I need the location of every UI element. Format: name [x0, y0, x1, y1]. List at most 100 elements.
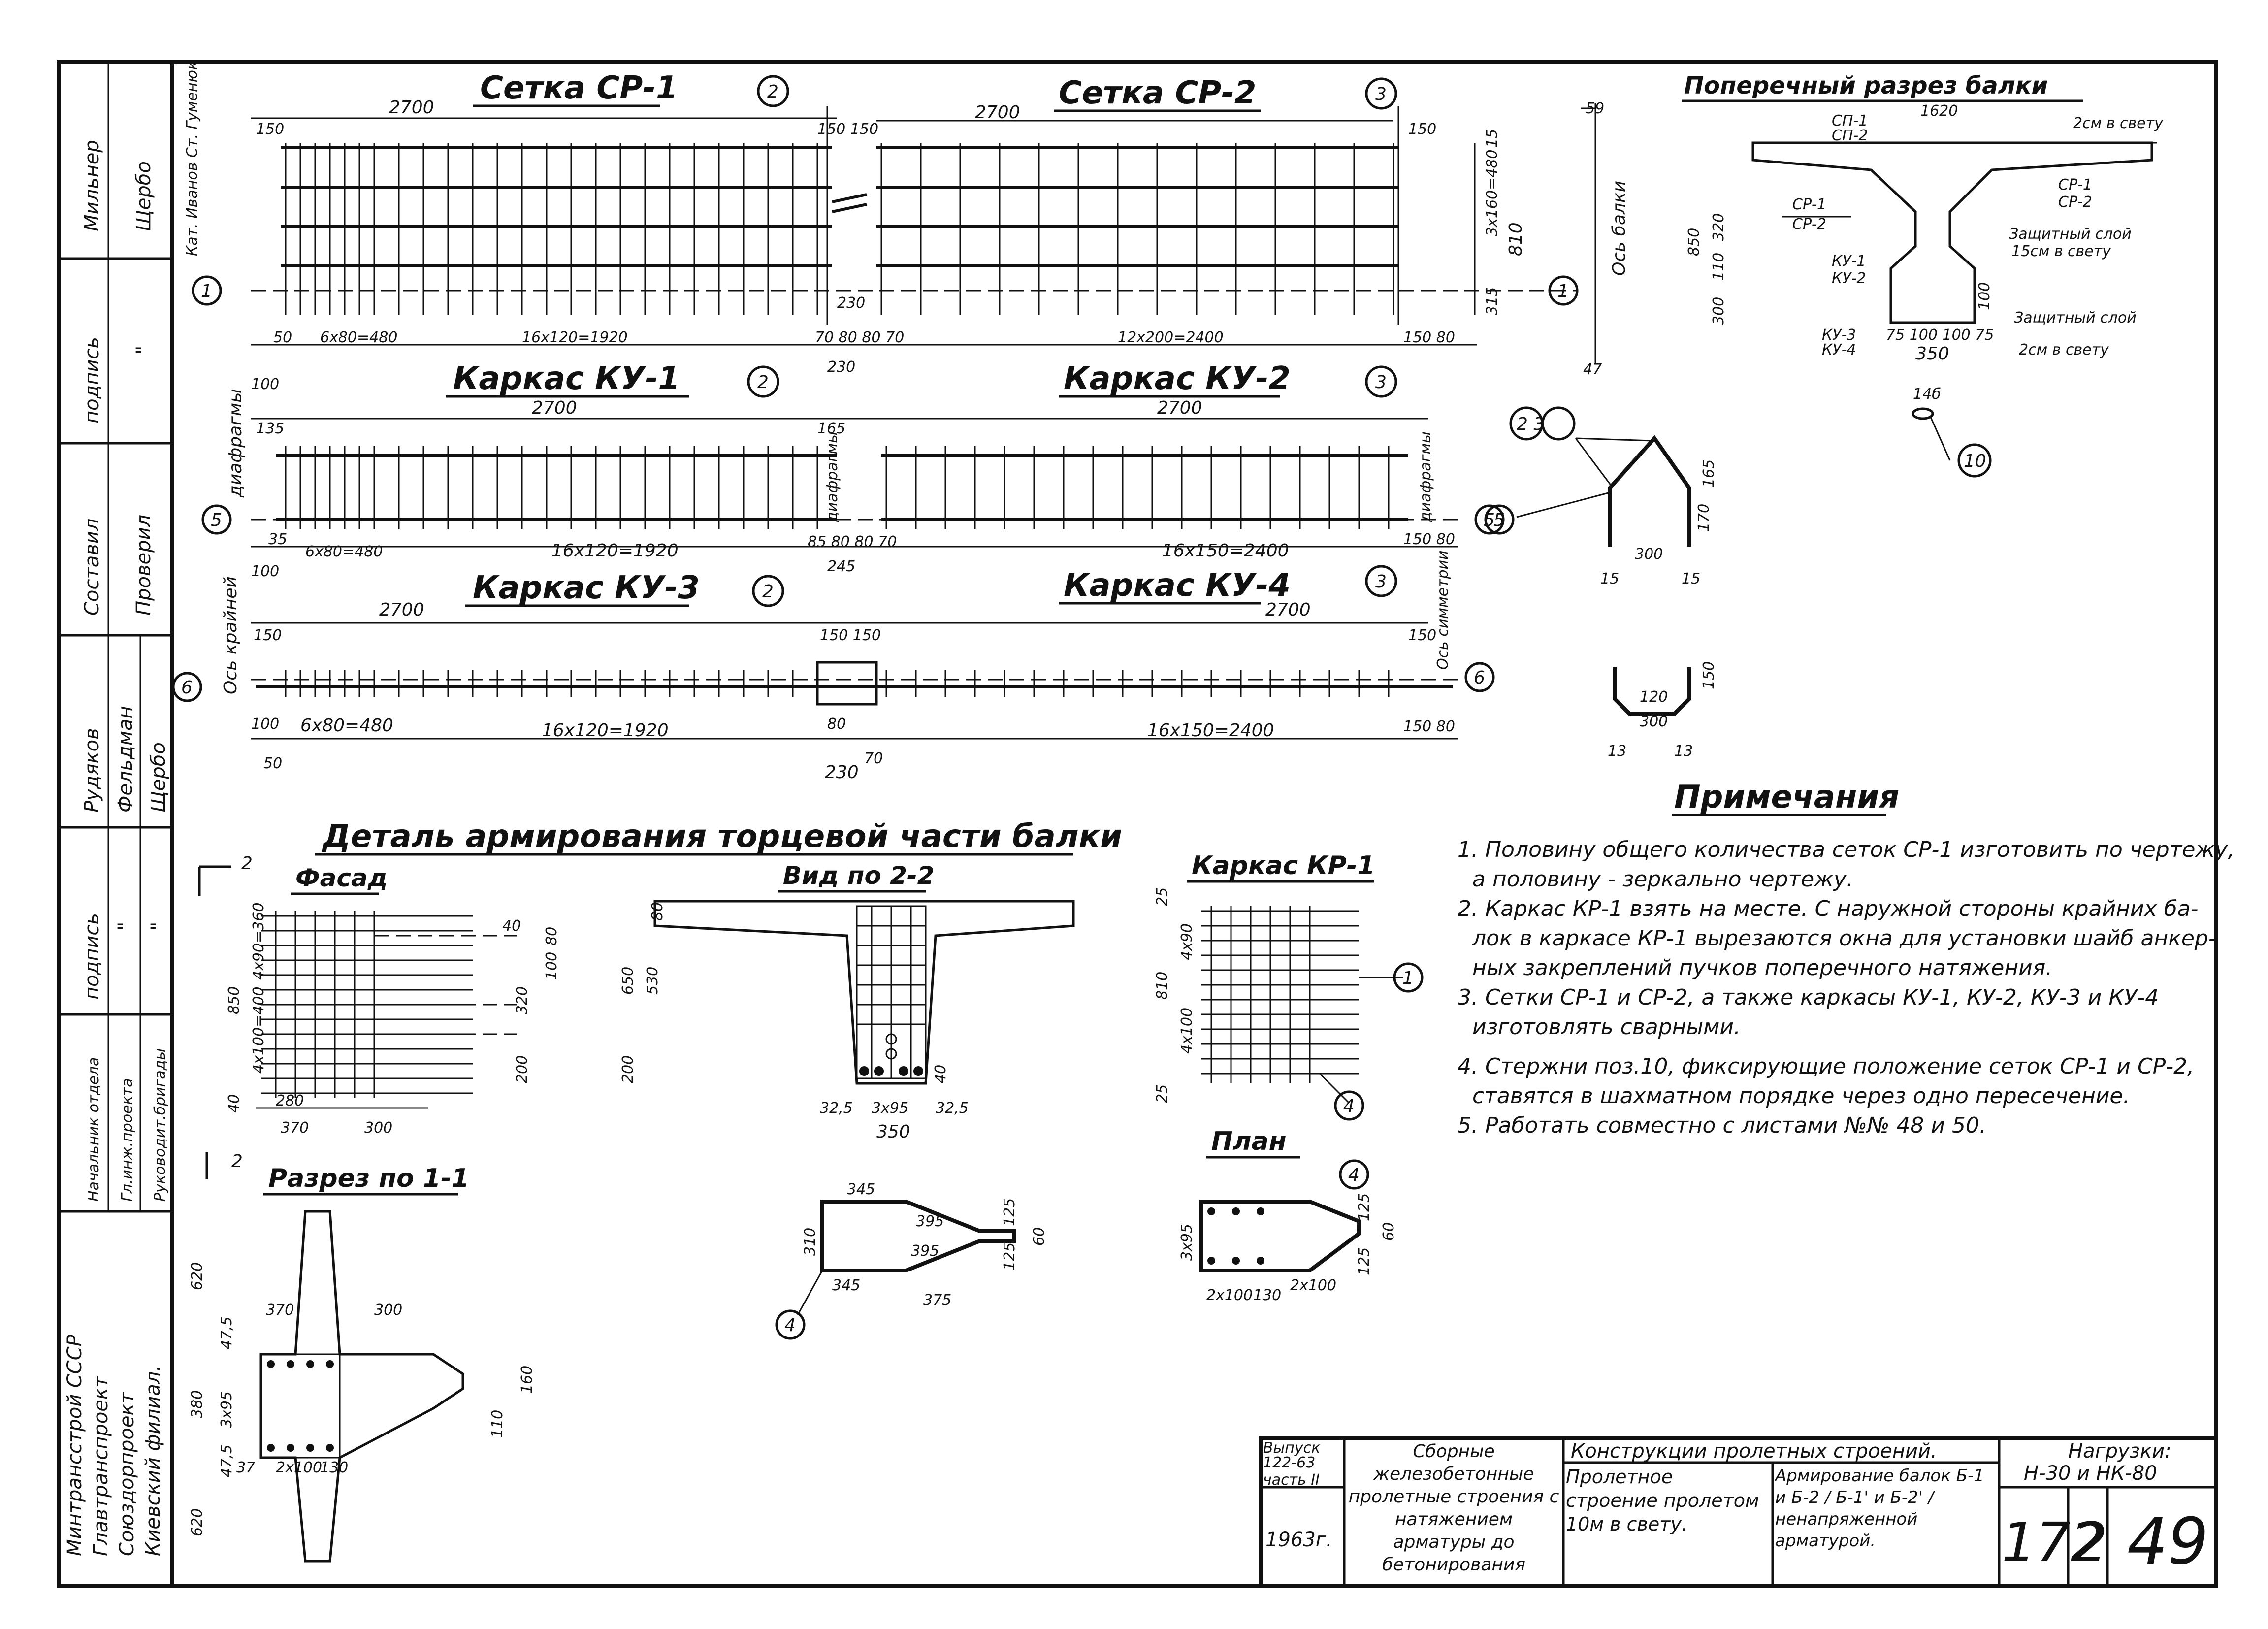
st-15a: 15 [1600, 570, 1619, 587]
stamp-r3b: Проверил [132, 515, 155, 616]
callout-5a [201, 504, 232, 535]
cs-ku4: КУ-4 [1822, 341, 1856, 358]
cs-prot1: 2см в свету [2073, 115, 2164, 132]
tb-series: Сборные железобетонные пролетные строени… [1348, 1441, 1559, 1575]
ap-345a: 345 [847, 1181, 875, 1198]
callout-2c-label: 2 [762, 582, 774, 602]
st-13a: 13 [1608, 743, 1626, 760]
vid-grid [857, 906, 926, 1078]
ku2-title: Каркас КУ-2 [1064, 360, 1291, 397]
fa-850: 850 [226, 986, 243, 1014]
note-2c: ных закреплений пучков поперечного натяж… [1472, 955, 2052, 980]
fa-300: 300 [364, 1119, 392, 1137]
cs-300: 300 [1710, 297, 1727, 325]
dim-230b: 230 [827, 358, 855, 376]
note-3: 3. Сетки СР-1 и СР-2, а также каркасы КУ… [1458, 985, 2159, 1010]
tb-vypusk-no: 122-63 [1263, 1454, 1315, 1471]
stamp-r1b: Щербо [132, 161, 155, 231]
cs-110: 110 [1710, 253, 1727, 281]
cs-75: 75 100 100 75 [1886, 326, 1994, 344]
cs-850: 850 [1685, 228, 1703, 256]
cs-cp2b: СР-2 [1792, 216, 1826, 233]
cs-ku1: КУ-1 [1832, 253, 1866, 270]
callout-4b [1339, 1159, 1369, 1190]
kr1-title: Каркас КР-1 [1192, 851, 1375, 880]
note-1: 1. Половину общего количества сеток СР-1… [1458, 837, 2235, 862]
dim-16x120: 16x120=1920 [522, 329, 628, 346]
dim-16x120b: 16x120=1920 [551, 541, 679, 561]
ku1-title: Каркас КУ-1 [453, 360, 680, 397]
kr-4x90: 4x90 [1178, 923, 1196, 960]
tb-desc: Армирование балок Б-1 и Б-2 / Б-1' и Б-2… [1775, 1466, 1984, 1551]
ap-395b: 395 [911, 1242, 939, 1260]
cs-cp1: СР-1 [2058, 176, 2092, 194]
cp2-verticals [880, 143, 1394, 315]
dim-16x150: 16x150=2400 [1162, 541, 1289, 561]
dim-230a: 230 [837, 294, 865, 312]
tb-year: 1963г. [1265, 1529, 1332, 1551]
st-150: 150 [1700, 661, 1717, 689]
fa-320: 320 [514, 986, 531, 1014]
note-2: 2. Каркас КР-1 взять на месте. С наружно… [1458, 896, 2198, 921]
ku4-title: Каркас КУ-4 [1064, 567, 1291, 604]
cs-1620: 1620 [1920, 102, 1958, 120]
title-block: Выпуск 122-63 часть II 1963г. Сборные же… [1259, 1436, 2218, 1588]
rz-620a: 620 [189, 1262, 206, 1290]
tb-span: Пролетное строение пролетом 10м в свету. [1566, 1466, 1759, 1535]
rz-2x100: 2x100 [276, 1459, 322, 1476]
vi-40: 40 [932, 1065, 949, 1083]
fasad-grid [261, 911, 473, 1098]
kr-4x100: 4x100 [1178, 1008, 1196, 1054]
notes-block: Примечания 1. Половину общего количества… [1458, 779, 2235, 1138]
mesh-cp2-len: 2700 [975, 102, 1020, 123]
callout-6b [1464, 662, 1495, 692]
cross-section: Поперечный разрез балки 1620 СП-1 СП-2 2… [1682, 72, 2164, 478]
cross-section-title: Поперечный разрез балки [1684, 72, 2048, 99]
tb-loads: Н-30 и НК-80 [2024, 1462, 2157, 1485]
dim-12x200: 12x200=2400 [1118, 329, 1224, 346]
m2a: 2 [241, 853, 253, 874]
callout-5a-label: 5 [211, 510, 222, 530]
rz-110: 110 [489, 1410, 506, 1438]
pl-125b: 125 [1356, 1247, 1373, 1275]
kr1-grid [1201, 906, 1359, 1083]
kr-25a: 25 [1154, 887, 1171, 906]
pl-2x100b: 2x100 [1290, 1277, 1336, 1294]
st-300: 300 [1635, 546, 1663, 563]
dim-6x80c: 6x80=480 [300, 716, 393, 736]
dim-15080c: 150 80 [1403, 718, 1455, 735]
dim-810: 810 [1506, 222, 1526, 256]
cs-320: 320 [1710, 213, 1727, 241]
callout-3a-label: 3 [1375, 84, 1387, 104]
cs-cn1: СП-1 [1832, 112, 1868, 130]
st-165: 165 [1700, 459, 1717, 488]
dim-35: 35 [268, 531, 287, 548]
vi-3x95: 3x95 [872, 1100, 908, 1117]
ku4-len: 2700 [1265, 600, 1311, 620]
st-300b: 300 [1640, 713, 1668, 730]
tb-no1: 172 [2002, 1511, 2105, 1574]
callout-4a [1334, 1090, 1364, 1121]
ku2-len: 2700 [1157, 398, 1202, 418]
note-3b: изготовлять сварными. [1472, 1014, 1741, 1040]
cs-cp1b: СР-1 [1792, 196, 1826, 213]
frame-ku34-drawing: Каркас КУ-3 Каркас КУ-4 2 3 2700 2700 15… [172, 550, 1495, 782]
tb-no2: 2 [2073, 1511, 2107, 1574]
dim-150b: 150 [1408, 121, 1436, 138]
callout-10-label: 10 [1964, 451, 1986, 471]
cs-ku2: КУ-2 [1832, 270, 1866, 287]
vi-530: 530 [644, 967, 661, 995]
pl-130: 130 [1253, 1287, 1281, 1304]
rz-370: 370 [266, 1302, 294, 1319]
tb-desc-wrap: Армирование балок Б-1 и Б-2 / Б-1' и Б-2… [1775, 1466, 1984, 1551]
rz-380: 380 [189, 1390, 206, 1418]
fa-370: 370 [281, 1119, 309, 1137]
rz-37: 37 [236, 1459, 255, 1476]
callout-3b-label: 3 [1375, 372, 1387, 392]
st-170: 170 [1695, 504, 1713, 532]
fasad-title: Фасад [295, 864, 388, 892]
ku1-verticals [285, 446, 818, 529]
callout-23-label: 2 3 [1517, 414, 1545, 434]
vi-80: 80 [649, 902, 666, 921]
